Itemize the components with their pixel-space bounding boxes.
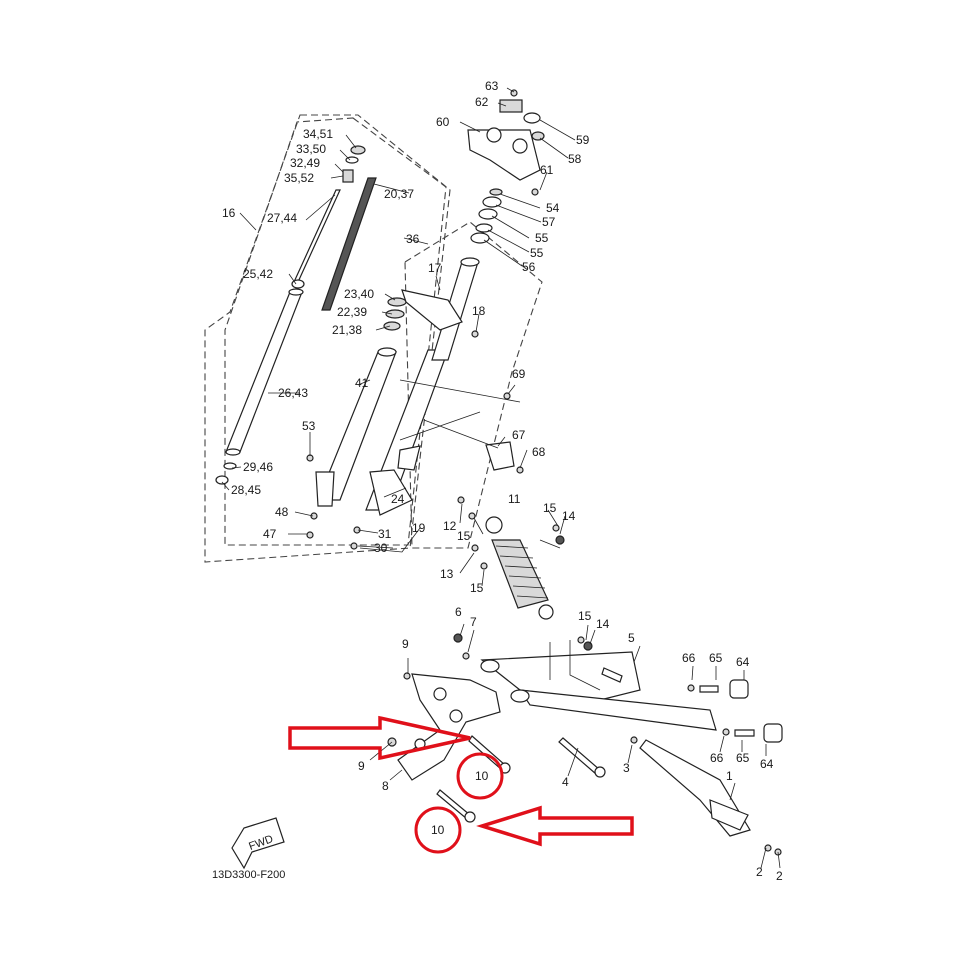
label-30: 30 [374,541,388,555]
label-19: 19 [412,521,426,535]
label-63: 63 [485,79,499,93]
relay-arm [639,739,751,837]
label-31: 31 [378,527,392,541]
label-26-43: 26,43 [278,386,308,400]
label-11: 11 [508,492,521,506]
steering-stem [401,257,480,361]
label-21-38: 21,38 [332,323,362,337]
label-16: 16 [222,206,236,220]
label-14a: 14 [562,509,576,523]
fwd-arrow-icon: FWD [231,817,285,870]
fork-bottom-parts [215,454,361,550]
inner-tube [225,288,304,456]
label-34-51: 34,51 [303,127,333,141]
outer-tube-right [365,349,449,516]
label-66b: 66 [710,751,724,765]
label-69: 69 [512,367,526,381]
label-53: 53 [302,419,316,433]
label-58: 58 [568,152,582,166]
rear-shock [457,496,565,620]
label-10a: 10 [475,769,489,783]
label-68: 68 [532,445,546,459]
label-15a: 15 [543,501,557,515]
label-1: 1 [726,769,733,783]
label-24: 24 [391,492,405,506]
label-15c: 15 [470,581,484,595]
label-7: 7 [470,615,477,629]
label-65a: 65 [709,651,723,665]
leader-lines [221,87,781,869]
label-47: 47 [263,527,277,541]
label-20-37: 20,37 [384,187,414,201]
outer-tube-left [315,297,407,507]
diagram-code: 13D3300-F200 [212,869,285,881]
annotation-arrow-right [476,805,634,847]
label-9b: 9 [358,759,365,773]
label-65b: 65 [736,751,750,765]
label-66a: 66 [682,651,696,665]
label-48: 48 [275,505,289,519]
label-22-39: 22,39 [337,305,367,319]
part-labels: 63 62 60 59 58 61 54 57 55 55 56 34,51 3… [222,79,783,883]
annotation-arrow-left [288,715,471,761]
label-17: 17 [428,261,442,275]
label-14b: 14 [596,617,610,631]
label-64a: 64 [736,655,750,669]
label-60: 60 [436,115,450,129]
label-55b: 55 [530,246,544,260]
fork-rod [293,189,341,283]
label-9a: 9 [402,637,409,651]
label-4: 4 [562,775,569,789]
upper-clamp [467,89,545,196]
label-28-45: 28,45 [231,483,261,497]
label-32-49: 32,49 [290,156,320,170]
label-29-46: 29,46 [243,460,273,474]
annotation-circle-10b [414,806,462,854]
label-61: 61 [540,163,554,177]
label-3: 3 [623,761,630,775]
label-5: 5 [628,631,635,645]
label-25-42: 25,42 [243,267,273,281]
label-41: 41 [355,376,369,390]
annotation-circle-10a [456,752,504,800]
label-2b: 2 [776,869,783,883]
label-10b: 10 [431,823,445,837]
clamp-bracket [471,330,524,474]
label-62: 62 [475,95,489,109]
fork-assembly-outline [204,114,543,563]
label-55a: 55 [535,231,549,245]
label-23-40: 23,40 [344,287,374,301]
link-bracket [397,673,501,781]
label-15b: 15 [457,529,471,543]
label-64b: 64 [760,757,774,771]
fork-spring [321,177,377,311]
label-59: 59 [576,133,590,147]
label-67: 67 [512,428,526,442]
label-36: 36 [406,232,420,246]
label-12: 12 [443,519,457,533]
label-27-44: 27,44 [267,211,297,225]
label-35-52: 35,52 [284,171,314,185]
label-15d: 15 [578,609,592,623]
label-2a: 2 [756,865,763,879]
swingarm [480,651,717,731]
label-54: 54 [546,201,560,215]
label-13: 13 [440,567,454,581]
label-18: 18 [472,304,486,318]
label-57: 57 [542,215,556,229]
label-6: 6 [455,605,462,619]
label-56: 56 [522,260,536,274]
label-33-50: 33,50 [296,142,326,156]
label-8: 8 [382,779,389,793]
